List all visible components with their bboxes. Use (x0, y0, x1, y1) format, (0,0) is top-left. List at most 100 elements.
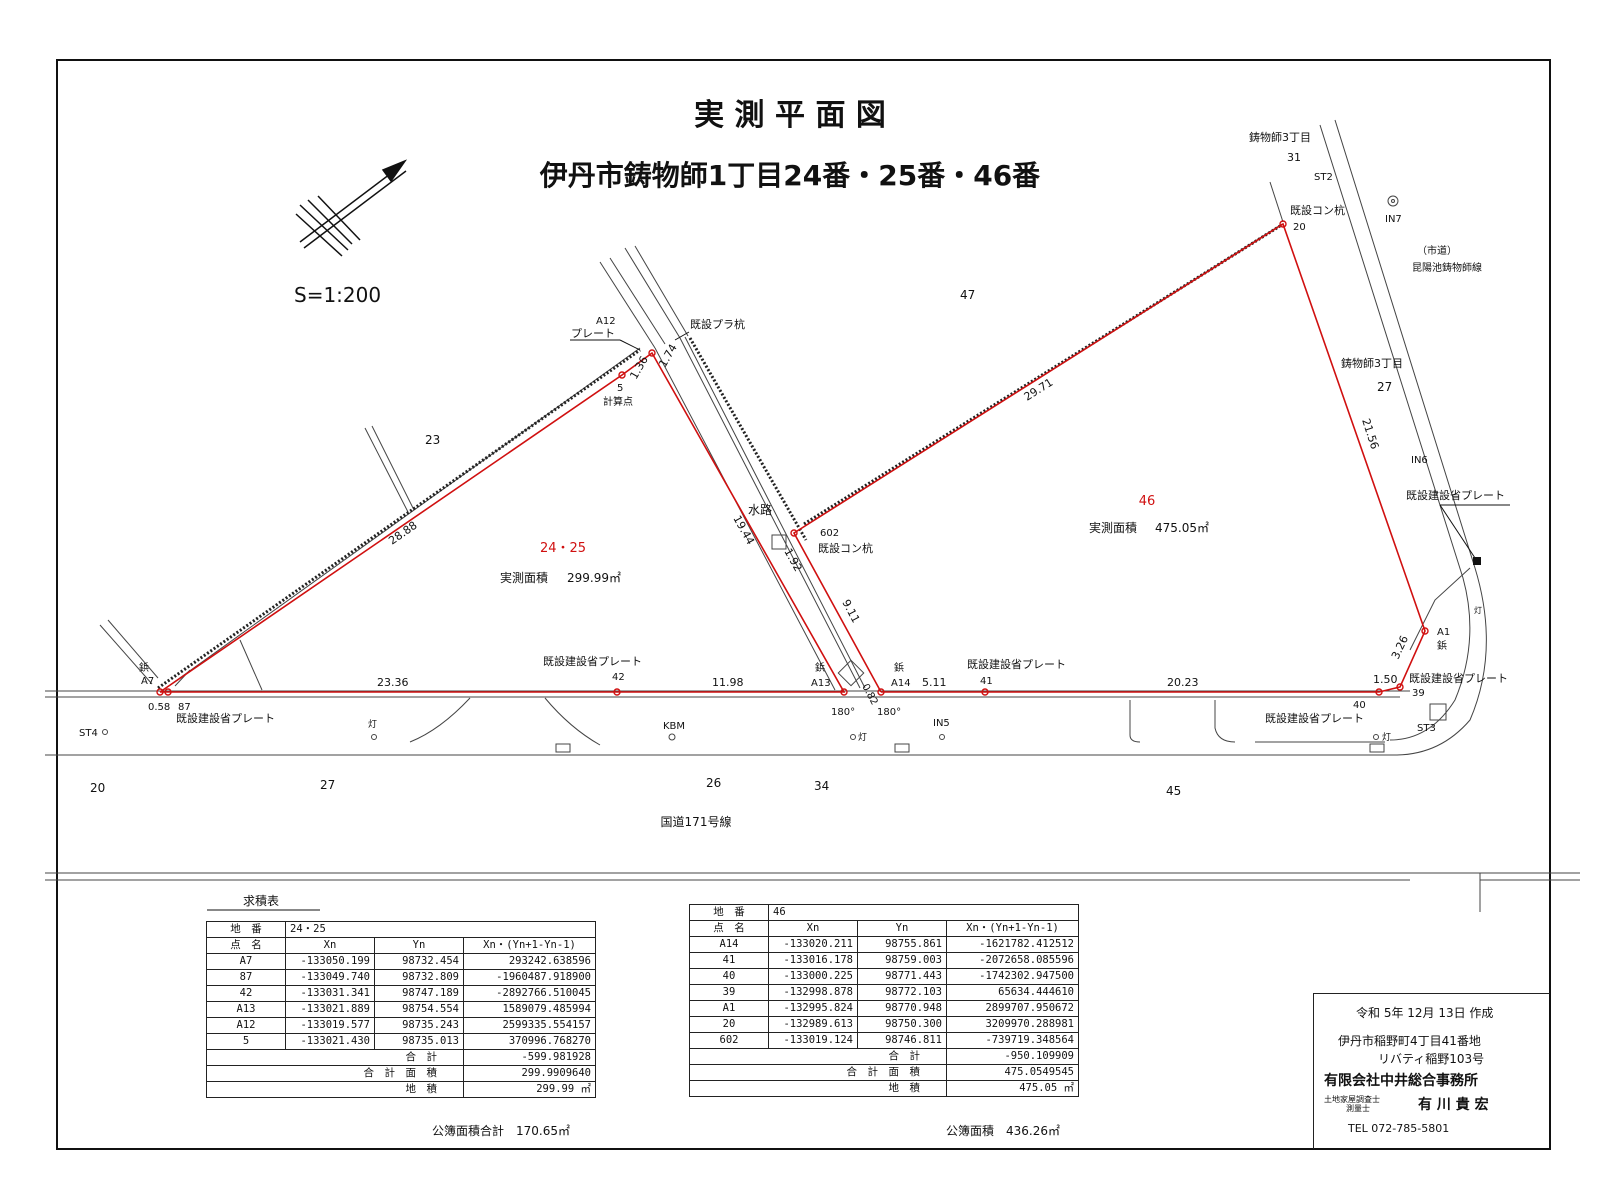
office-address-1: 伊丹市稲野町4丁目41番地 (1338, 1034, 1481, 1048)
lot-27: 27 (320, 778, 335, 792)
cell: -1742302.947500 (946, 968, 1079, 985)
lot-20: 20 (90, 781, 105, 795)
office-tel: TEL 072-785-5801 (1348, 1122, 1450, 1135)
channel-edge (688, 337, 808, 541)
dim-0-82: 0.82 (859, 682, 879, 707)
calc-table-24-25: 地 番 24・25 点 名 Xn Yn Xn・(Yn+1-Yn-1) A7-13… (206, 921, 596, 1098)
cell: 98732.454 (374, 953, 464, 970)
cell: -133020.211 (768, 936, 858, 953)
cell: -2072658.085596 (946, 952, 1079, 969)
cell: -133049.740 (285, 969, 375, 986)
cell: 98750.300 (857, 1016, 947, 1033)
station-in7: IN7 (1385, 214, 1402, 225)
city-road-label-b: 昆陽池鋳物師線 (1412, 261, 1482, 274)
t1-h3: Xn・(Yn+1-Yn-1) (463, 937, 596, 954)
point-20-stake: 既設コン杭 (1290, 203, 1345, 217)
point-a14-kind: 鋲 (894, 661, 904, 674)
point-602-stake: 既設コン杭 (818, 541, 873, 555)
boundary-polylines (159, 222, 1426, 693)
title-block: 令和 5年 12月 13日 作成 伊丹市稲野町4丁目41番地 リバティ稲野103… (1313, 993, 1550, 1149)
cell: 20 (689, 1016, 769, 1033)
dim-11-98: 11.98 (712, 676, 744, 689)
cell: 40 (689, 968, 769, 985)
cell: 98735.243 (374, 1017, 464, 1034)
cell: 98735.013 (374, 1033, 464, 1050)
lot-34: 34 (814, 779, 829, 793)
t2-chiseki: 475.05 ㎡ (946, 1080, 1079, 1097)
cell: A7 (206, 953, 286, 970)
t1-h2: Yn (374, 937, 464, 954)
cell: 39 (689, 984, 769, 1001)
cell: A1 (689, 1000, 769, 1017)
parcel-24-25-id: 24・25 (540, 541, 586, 556)
t2-h0: 点 名 (689, 920, 769, 937)
cell: 98754.554 (374, 1001, 464, 1018)
waterway-label: 水路 (748, 502, 772, 517)
dim-21-56: 21.56 (1359, 417, 1381, 451)
dim-3-26: 3.26 (1389, 634, 1411, 662)
point-a13-kind: 鋲 (815, 661, 825, 674)
parcel-46-boundary (792, 222, 1426, 693)
station-kbm: KBM (663, 721, 685, 732)
drawing-frame (56, 59, 1551, 1150)
parcel-24-25-area-label: 実測面積 (500, 570, 548, 585)
t1-area-label: 合 計 面 積 (206, 1065, 464, 1082)
cell: A12 (206, 1017, 286, 1034)
cell: -1960487.918900 (463, 969, 596, 986)
cell: 2599335.554157 (463, 1017, 596, 1034)
station-in6: IN6 (1411, 455, 1428, 466)
cell: A14 (689, 936, 769, 953)
town-label-right: 鋳物師3丁目 (1341, 356, 1403, 370)
cell: -133021.430 (285, 1033, 375, 1050)
point-a13: A13 (811, 678, 831, 689)
company-name: 有限会社中井総合事務所 (1324, 1073, 1478, 1089)
cell: 41 (689, 952, 769, 969)
scale-label: S=1:200 (294, 283, 381, 307)
station-st2: ST2 (1314, 172, 1333, 183)
cell: 98747.189 (374, 985, 464, 1002)
dim-0-58: 0.58 (148, 702, 170, 713)
dim-1-74: 1.74 (656, 342, 680, 370)
cell: -132989.613 (768, 1016, 858, 1033)
t2-public-value: 436.26㎡ (1006, 1124, 1061, 1138)
t1-public-value: 170.65㎡ (516, 1124, 571, 1138)
dim-29-71: 29.71 (1022, 376, 1056, 404)
t1-sum: -599.981928 (463, 1049, 596, 1066)
lamp-1: 灯 (368, 719, 377, 730)
t1-public-area: 公簿面積合計 170.65㎡ (432, 1122, 570, 1139)
angle-a13: 180° (831, 707, 855, 718)
plate-in6: 既設建設省プレート (1406, 488, 1505, 502)
parcel-46-area-label: 実測面積 (1089, 520, 1137, 535)
t1-h0: 点 名 (206, 937, 286, 954)
cell: -132998.878 (768, 984, 858, 1001)
plate-41: 既設建設省プレート (967, 657, 1066, 671)
lot-45: 45 (1166, 784, 1181, 798)
t1-public-label: 公簿面積合計 (432, 1124, 505, 1138)
lamp-2: 灯 (858, 732, 867, 743)
point-5-calc: 計算点 (603, 395, 633, 408)
station-in5: IN5 (933, 718, 950, 729)
cell: 293242.638596 (463, 953, 596, 970)
lot-47: 47 (960, 288, 975, 302)
t2-sum-label: 合 計 (689, 1048, 947, 1065)
t2-public-area: 公簿面積 436.26㎡ (946, 1122, 1060, 1139)
dim-23-36: 23.36 (377, 676, 409, 689)
boundary-wall-left (157, 348, 641, 690)
cell: -133031.341 (285, 985, 375, 1002)
cell: 98746.811 (857, 1032, 947, 1049)
t1-h1: Xn (285, 937, 375, 954)
cell: -133016.178 (768, 952, 858, 969)
point-a1: A1 (1437, 627, 1450, 638)
point-a14: A14 (891, 678, 911, 689)
dim-1-50: 1.50 (1373, 673, 1398, 686)
national-road-label: 国道171号線 (661, 814, 732, 829)
dim-20-23: 20.23 (1167, 676, 1199, 689)
cell: -133019.124 (768, 1032, 858, 1049)
